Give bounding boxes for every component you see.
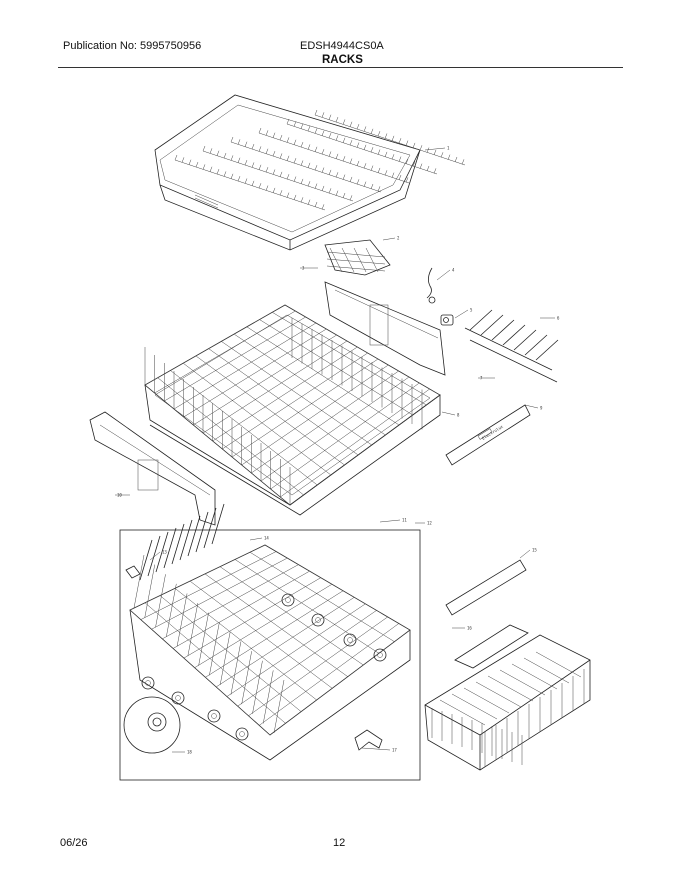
callout-ref: 4 [452,268,455,273]
callout-ref: 6 [557,316,560,321]
rack-stop-clip [354,729,383,751]
rack-rail-bracket [324,281,446,376]
callout-ref: 8 [457,413,460,418]
header-rule [58,67,623,68]
section-title: RACKS [322,54,363,66]
upper-rack [144,304,441,516]
callout-ref: 10 [117,493,122,498]
upper-cutlery-tray [154,94,466,251]
lower-rack-frame [119,529,421,781]
roller-assembly [440,314,454,326]
rack-handle-lower [445,559,527,616]
wheel-detail [123,696,181,754]
callout-ref: 16 [467,626,472,631]
callout-ref: 9 [540,406,543,411]
rack-wheels [141,593,387,741]
tine-clip [125,565,141,579]
side-rail-bracket [89,411,216,526]
callout-ref: 2 [397,236,400,241]
rack-handle-upper [445,404,531,466]
callout-ref: 3 [302,266,305,271]
footer-date: 06/26 [60,837,88,849]
model-number: EDSH4944CS0A [300,40,384,52]
rack-adjuster-clip [324,239,391,276]
callout-ref: 15 [532,548,537,553]
callout-ref: 11 [402,518,407,523]
callout-ref: 13 [162,550,167,555]
callout-ref: 14 [264,536,269,541]
silverware-basket [424,624,591,771]
fold-down-tines [464,309,559,383]
callout-ref: 12 [427,521,432,526]
lower-rack [129,503,411,761]
callout-ref: 7 [480,376,483,381]
page-number: 12 [333,837,346,849]
callout-ref: 18 [187,750,192,755]
publication-number: Publication No: 5995750956 [63,40,202,52]
cable-clip [426,267,436,304]
callout-ref: 17 [392,748,397,753]
callout-ref: 1 [447,146,450,151]
callout-ref: 5 [470,308,473,313]
